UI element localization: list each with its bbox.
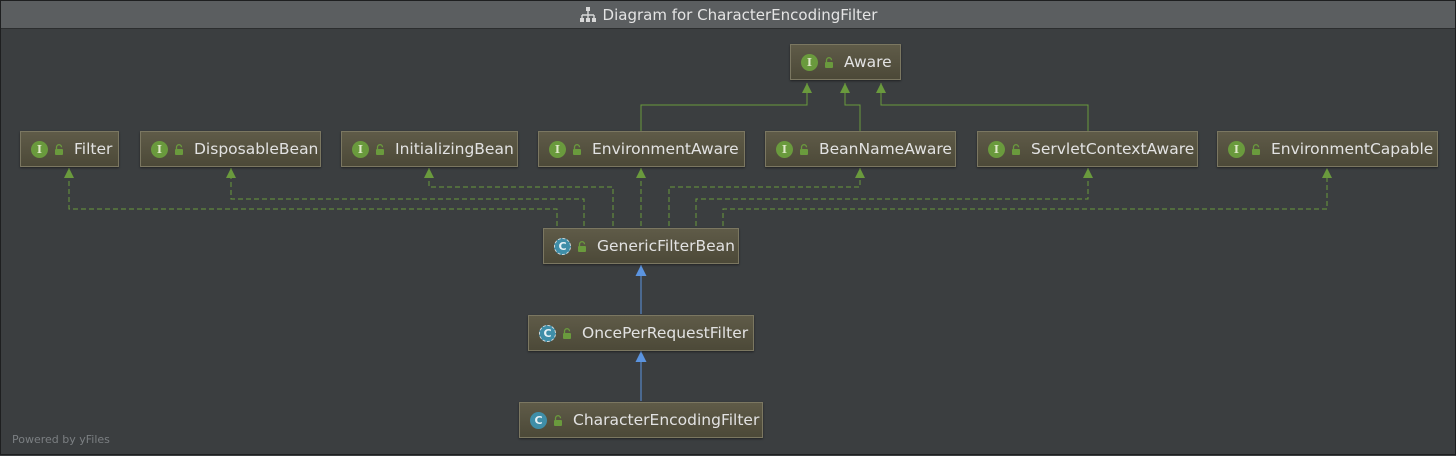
lock-icon <box>573 143 581 155</box>
edges-layer <box>64 83 1332 401</box>
lock-icon <box>55 143 63 155</box>
lock-icon <box>1012 143 1020 155</box>
edge-gfb-filter <box>64 168 558 226</box>
edge-gfb-environmentcapable <box>722 168 1332 226</box>
node-characterencodingfilter[interactable]: C CharacterEncodingFilter <box>519 402 763 438</box>
node-onceperrequestfilter[interactable]: C OncePerRequestFilter <box>528 315 754 351</box>
interface-icon: I <box>988 140 1005 158</box>
interface-icon: I <box>151 140 168 158</box>
abstract-class-icon: C <box>539 324 556 342</box>
node-genericfilterbean[interactable]: C GenericFilterBean <box>543 228 739 264</box>
lock-icon <box>800 143 808 155</box>
diagram-canvas[interactable]: I Aware I Filter I DisposableBean I Init… <box>1 29 1456 456</box>
interface-icon: I <box>801 53 818 71</box>
node-servletcontextaware[interactable]: I ServletContextAware <box>977 131 1198 167</box>
interface-icon: I <box>549 140 566 158</box>
node-label: Aware <box>844 53 892 71</box>
node-beannameaware[interactable]: I BeanNameAware <box>765 131 956 167</box>
node-label: BeanNameAware <box>819 140 952 158</box>
node-initializingbean[interactable]: I InitializingBean <box>341 131 518 167</box>
edge-servletcontextaware-aware <box>876 83 1089 131</box>
interface-icon: I <box>776 140 793 158</box>
interface-icon: I <box>1228 140 1245 158</box>
node-label: EnvironmentCapable <box>1271 140 1434 158</box>
class-icon: C <box>530 411 547 429</box>
node-label: ServletContextAware <box>1031 140 1195 158</box>
node-label: CharacterEncodingFilter <box>573 411 760 429</box>
node-aware[interactable]: I Aware <box>790 44 901 80</box>
node-environmentaware[interactable]: I EnvironmentAware <box>538 131 745 167</box>
edge-environmentaware-aware <box>640 83 812 131</box>
lock-icon <box>1252 143 1260 155</box>
lock-icon <box>578 240 586 252</box>
edge-gfb-disposablebean <box>226 168 585 226</box>
interface-icon: I <box>352 140 369 158</box>
edge-gfb-initializingbean <box>424 168 614 226</box>
node-label: DisposableBean <box>194 140 319 158</box>
lock-icon <box>175 143 183 155</box>
edge-gfb-servletcontextaware <box>695 168 1093 226</box>
node-label: Filter <box>74 140 113 158</box>
interface-icon: I <box>31 140 48 158</box>
title-bar: Diagram for CharacterEncodingFilter <box>1 1 1455 29</box>
node-label: InitializingBean <box>395 140 514 158</box>
hierarchy-icon <box>579 6 596 22</box>
node-label: GenericFilterBean <box>597 237 735 255</box>
lock-icon <box>376 143 384 155</box>
node-label: EnvironmentAware <box>592 140 739 158</box>
node-disposablebean[interactable]: I DisposableBean <box>140 131 321 167</box>
lock-icon <box>563 327 571 339</box>
powered-by-label: Powered by yFiles <box>12 433 110 446</box>
node-environmentcapable[interactable]: I EnvironmentCapable <box>1217 131 1438 167</box>
lock-icon <box>554 414 562 426</box>
edge-gfb-beannameaware <box>668 168 865 226</box>
node-filter[interactable]: I Filter <box>20 131 119 167</box>
abstract-class-icon: C <box>554 237 571 255</box>
window-title: Diagram for CharacterEncodingFilter <box>602 5 878 24</box>
edge-beannameaware-aware <box>840 83 861 131</box>
lock-icon <box>825 56 833 68</box>
node-label: OncePerRequestFilter <box>582 324 749 342</box>
